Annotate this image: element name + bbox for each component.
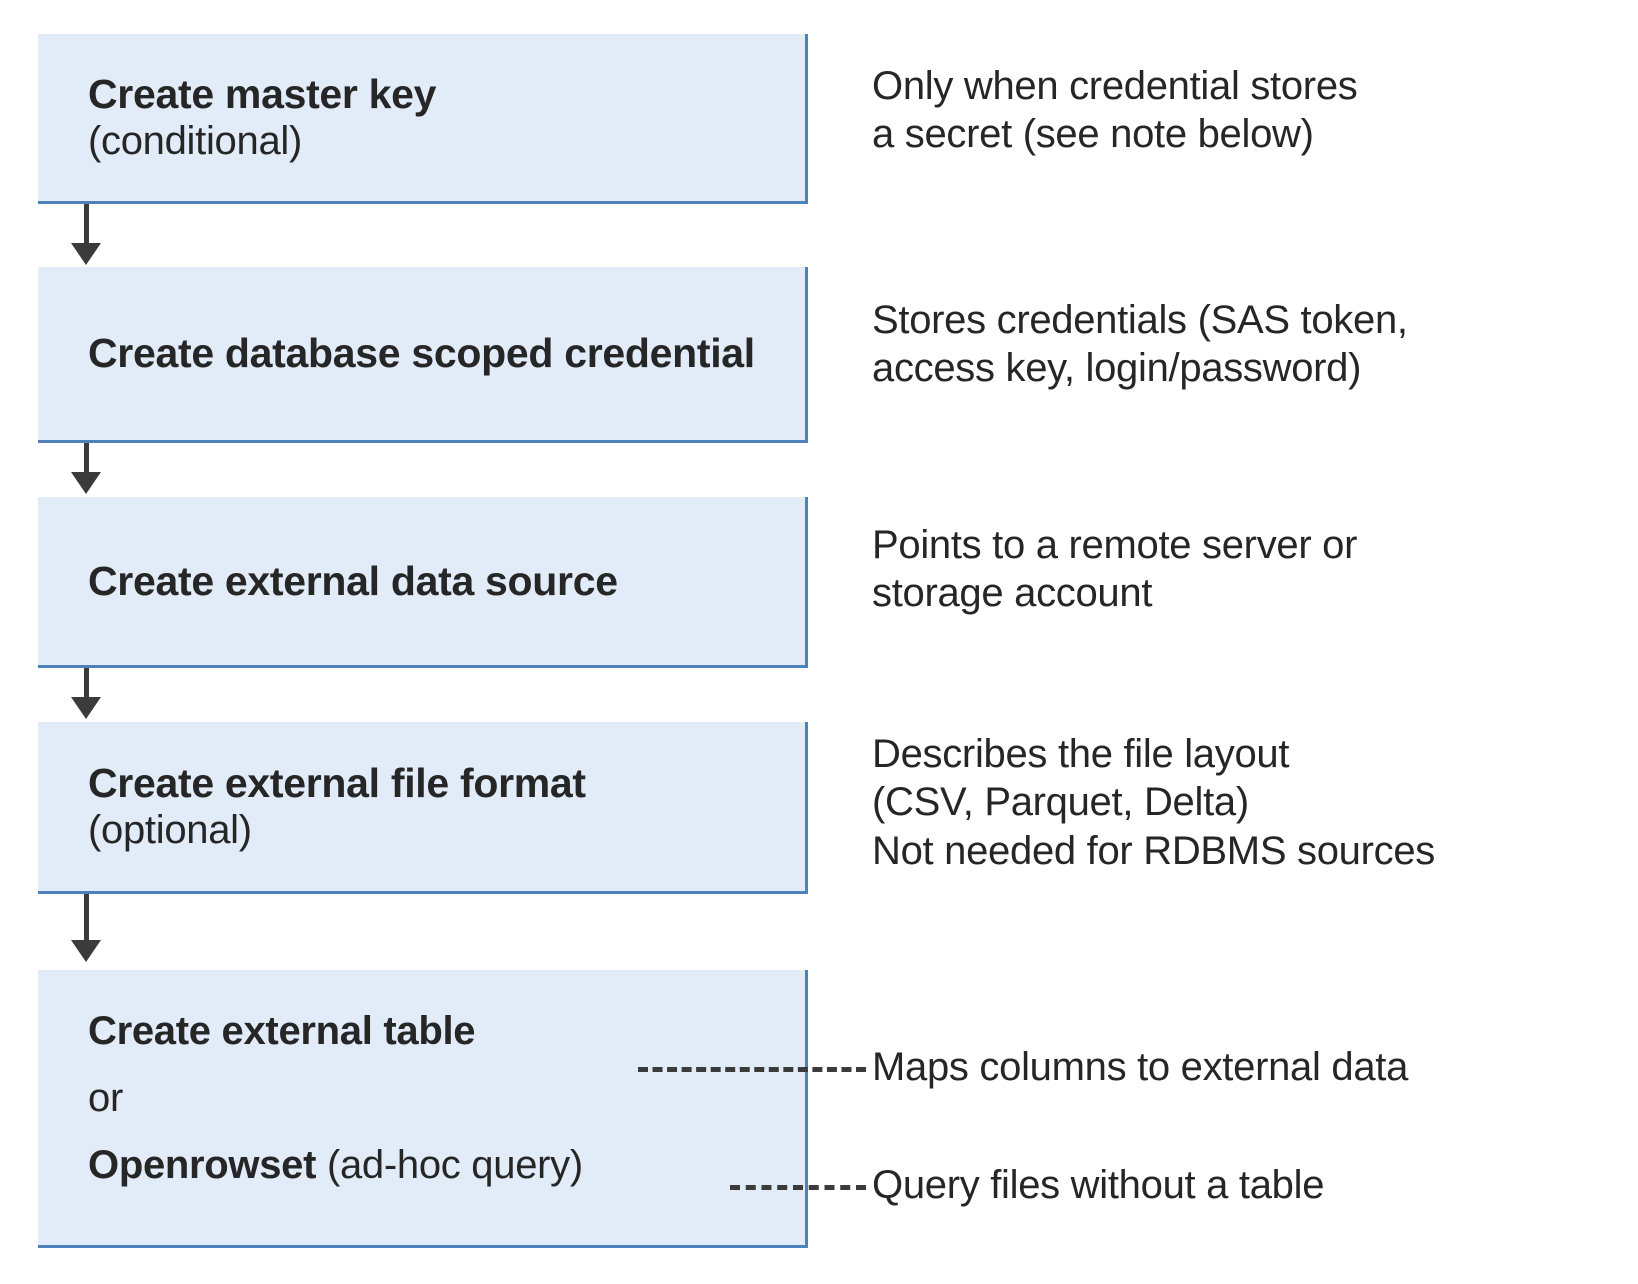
connector-line-4 <box>84 894 89 942</box>
connector-line-1 <box>84 204 89 248</box>
node-row-openrowset: Openrowset (ad-hoc query) <box>88 1130 789 1202</box>
node-create-external-table-or-openrowset[interactable]: Create external table or Openrowset (ad-… <box>38 970 808 1248</box>
node-create-master-key[interactable]: Create master key (conditional) <box>38 34 808 204</box>
node-openrowset-label: Openrowset (ad-hoc query) <box>88 1143 583 1188</box>
node-title: Create database scoped credential <box>88 330 755 377</box>
note-external-table: Maps columns to external data <box>872 1045 1409 1089</box>
node-openrowset-suffix: (ad-hoc query) <box>316 1143 583 1188</box>
node-or-label: or <box>88 1076 123 1121</box>
connector-line-3 <box>84 668 89 700</box>
note-create-external-file-format: Describes the file layout (CSV, Parquet,… <box>872 732 1435 873</box>
connector-arrowhead-3 <box>71 697 101 719</box>
dashed-leader-external-table <box>638 1067 866 1072</box>
node-create-external-data-source[interactable]: Create external data source <box>38 497 808 668</box>
node-create-database-scoped-credential[interactable]: Create database scoped credential <box>38 267 808 443</box>
connector-arrowhead-1 <box>71 243 101 265</box>
node-title: Create master key <box>88 70 437 117</box>
note-create-external-data-source: Points to a remote server or storage acc… <box>872 523 1358 616</box>
node-title: Create external table <box>88 1009 476 1054</box>
node-title: Create external file format <box>88 759 586 806</box>
node-subtitle: (conditional) <box>88 119 302 164</box>
node-title: Create external data source <box>88 557 618 604</box>
node-create-external-file-format[interactable]: Create external file format (optional) <box>38 722 808 894</box>
dashed-leader-openrowset <box>730 1185 866 1190</box>
node-row-or: or <box>88 1068 789 1130</box>
connector-arrowhead-4 <box>71 940 101 962</box>
connector-line-2 <box>84 443 89 477</box>
connector-arrowhead-2 <box>71 472 101 494</box>
note-create-master-key: Only when credential stores a secret (se… <box>872 64 1358 157</box>
node-subtitle: (optional) <box>88 808 252 853</box>
note-create-database-scoped-credential: Stores credentials (SAS token, access ke… <box>872 298 1408 391</box>
node-row-external-table: Create external table <box>88 996 789 1068</box>
note-openrowset: Query files without a table <box>872 1163 1325 1207</box>
